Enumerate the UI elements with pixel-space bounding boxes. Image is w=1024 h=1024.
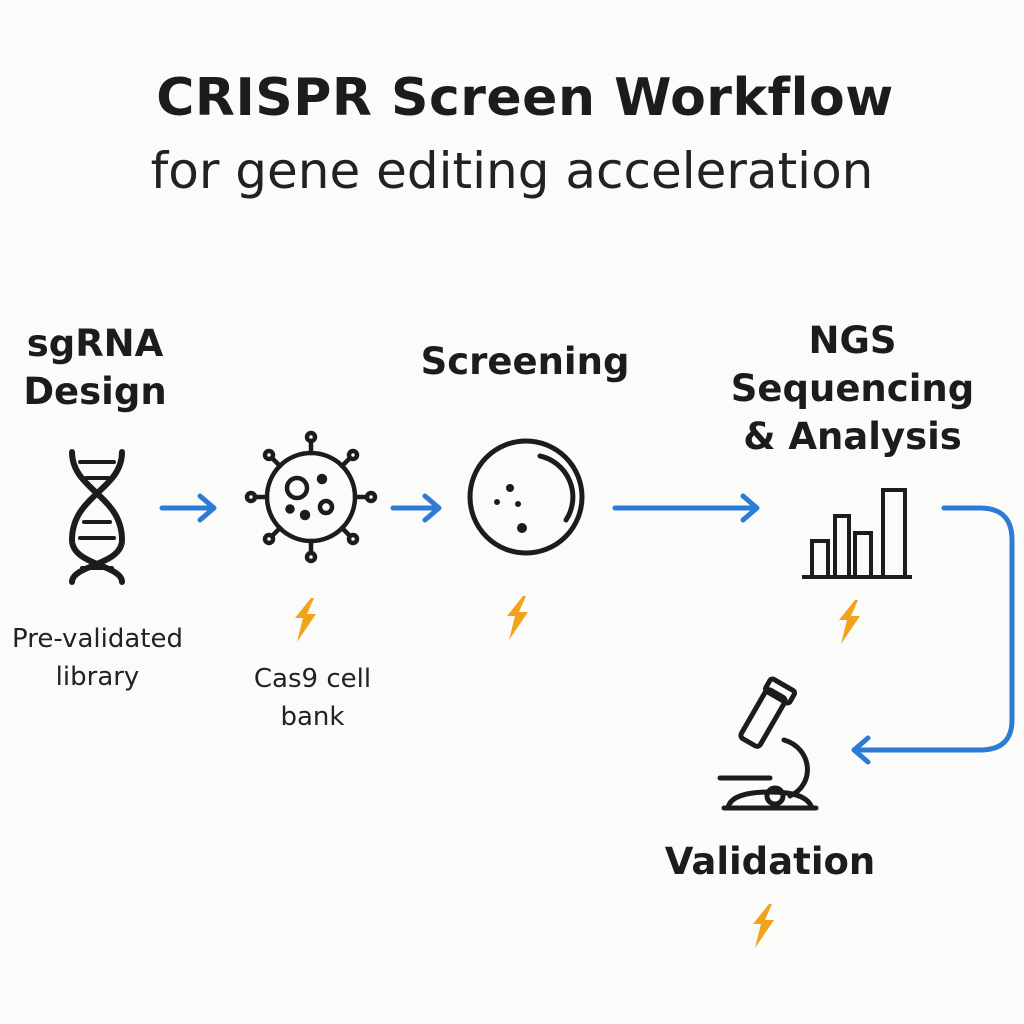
arrow-ngs-to-validation [851, 505, 1015, 765]
step-title-sgrna-line2: Design [23, 370, 167, 413]
bolt-icon-ngs [839, 600, 860, 644]
arrow-screening-to-ngs [612, 493, 760, 523]
arrow-sgrna-to-cell [159, 493, 217, 523]
step-title-validation: Validation [664, 840, 876, 883]
step-title-screening: Screening [420, 340, 630, 383]
diagram-title: CRISPR Screen Workflow [156, 68, 894, 128]
step-title-ngs-line1: NGS [808, 319, 897, 362]
note-cell-line2: bank [280, 702, 345, 732]
arrow-cell-to-screening [390, 493, 442, 523]
bolts [295, 596, 860, 948]
flow-arrows [159, 493, 1015, 765]
step-title-ngs-line3: & Analysis [743, 415, 962, 458]
step-title-sgrna-line1: sgRNA [26, 322, 164, 365]
step-title-ngs: NGS Sequencing & Analysis [700, 317, 1005, 461]
bar-chart-icon [802, 488, 912, 579]
bolt-icon-screening [507, 596, 528, 640]
note-sgrna-line1: Pre-validated [12, 624, 183, 654]
note-sgrna: Pre-validated library [0, 620, 195, 696]
step-title-sgrna: sgRNA Design [0, 320, 190, 416]
note-cell-line1: Cas9 cell [253, 664, 372, 694]
bolt-icon-cell [295, 598, 316, 642]
step-title-ngs-line2: Sequencing [730, 367, 975, 410]
microscope-icon [717, 676, 819, 811]
dna-icon [68, 449, 126, 585]
diagram-subtitle: for gene editing acceleration [150, 142, 874, 200]
note-cell: Cas9 cell bank [225, 660, 400, 736]
virus-cell-icon [244, 430, 378, 564]
note-sgrna-line2: library [55, 662, 140, 692]
petri-dish-icon [467, 438, 585, 556]
bolt-icon-validation [753, 904, 774, 948]
